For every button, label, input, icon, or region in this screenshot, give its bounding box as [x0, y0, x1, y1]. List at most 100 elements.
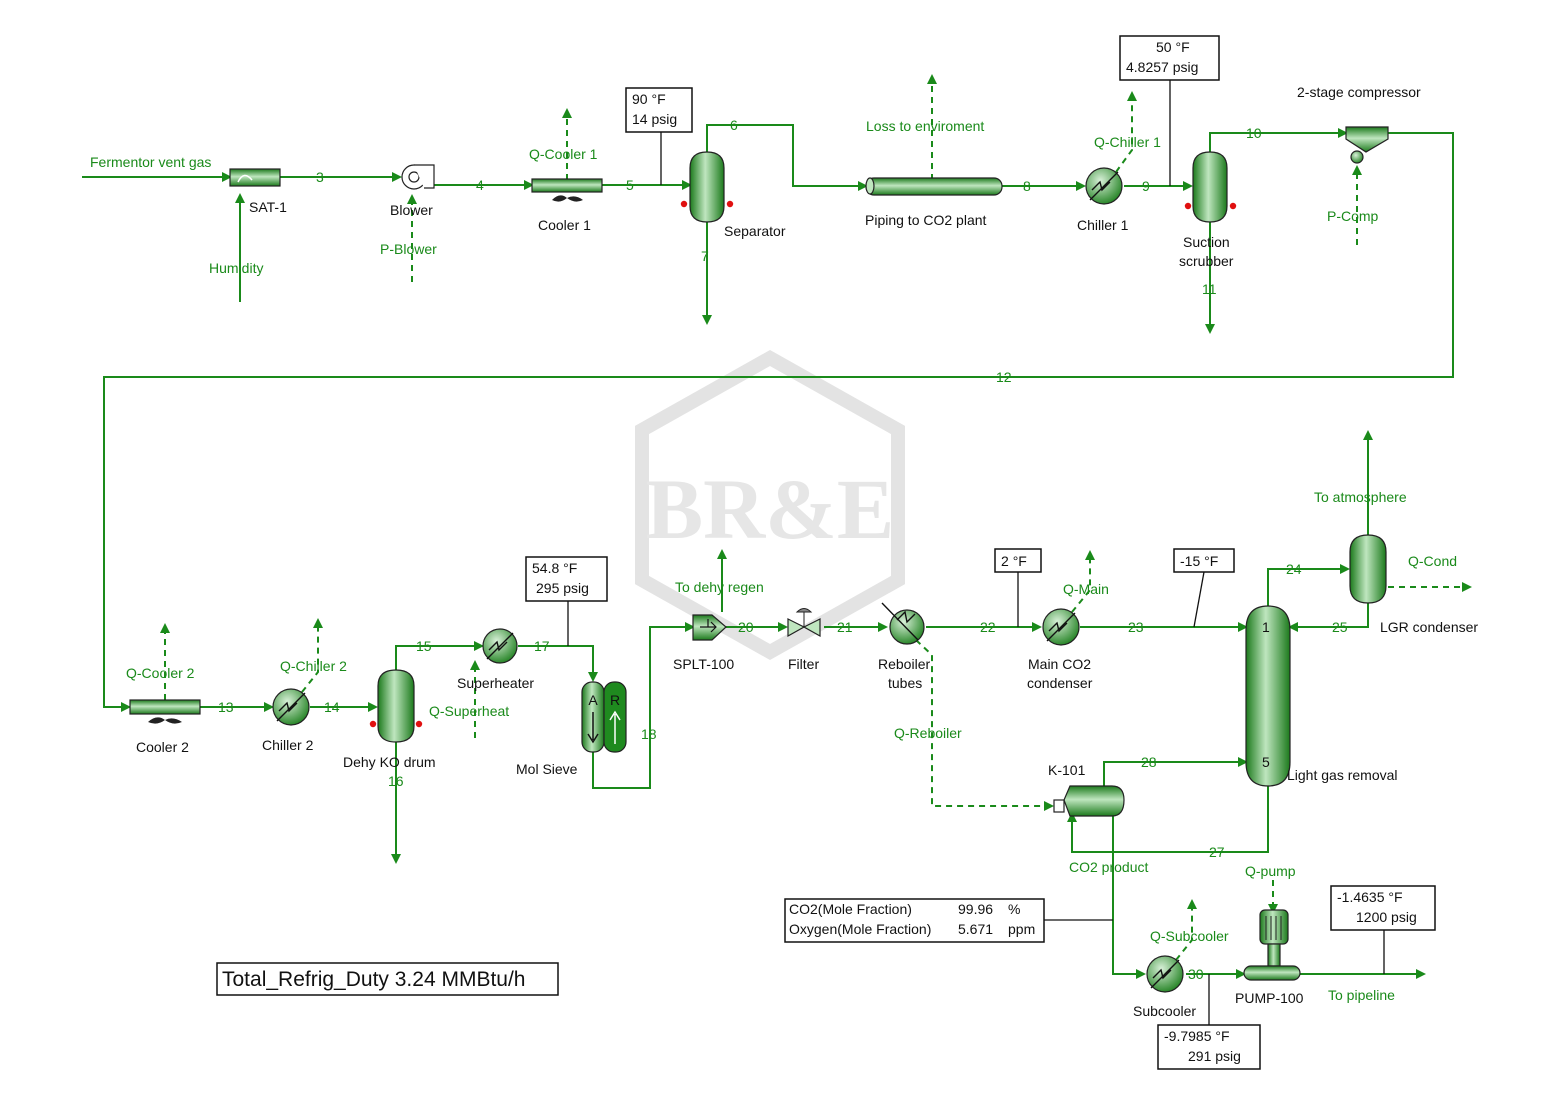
- mol-sieve-r-label: R: [610, 692, 620, 708]
- label-sat1: SAT-1: [249, 199, 287, 215]
- label-lgr-condenser: LGR condenser: [1380, 619, 1478, 635]
- watermark-text: BR&E: [646, 461, 894, 557]
- stream-label-6: 6: [730, 117, 738, 133]
- stream-label-23: 23: [1128, 619, 1144, 635]
- material-streams: [82, 124, 1454, 979]
- label-filter: Filter: [788, 656, 819, 672]
- stream-label-3: 3: [316, 169, 324, 185]
- stream-label-28: 28: [1141, 754, 1157, 770]
- svg-text:50 °F: 50 °F: [1156, 39, 1190, 55]
- readout-3-temp: 54.8: [532, 560, 559, 576]
- readout-6-pressure: 1200: [1356, 909, 1387, 925]
- label-compressor: 2-stage compressor: [1297, 84, 1421, 100]
- stream-18[interactable]: [592, 622, 695, 789]
- label-main-condenser-2: condenser: [1027, 675, 1093, 691]
- svg-text:-9.7985 °F: -9.7985 °F: [1164, 1028, 1230, 1044]
- stream-label-12: 12: [996, 369, 1012, 385]
- compressor-icon[interactable]: [1345, 126, 1389, 164]
- label-to-dehy-regen: To dehy regen: [675, 579, 764, 595]
- stream-co2-product[interactable]: [1112, 816, 1146, 979]
- stream-27[interactable]: [1067, 785, 1269, 853]
- label-q-chiller1: Q-Chiller 1: [1094, 134, 1161, 150]
- label-q-reboiler: Q-Reboiler: [894, 725, 962, 741]
- readout-box-1: [625, 87, 693, 133]
- label-subcooler: Subcooler: [1133, 1003, 1196, 1019]
- stream-17[interactable]: [518, 645, 598, 682]
- dehy-ko-drum-vessel[interactable]: [369, 669, 423, 743]
- tray-5-label: 5: [1262, 754, 1270, 770]
- readout-2-pressure: 4.8257: [1126, 59, 1169, 75]
- readout-6-pressure-unit: psig: [1391, 909, 1417, 925]
- mol-sieve-beds[interactable]: A R: [581, 681, 627, 753]
- stream-label-13: 13: [218, 699, 234, 715]
- subcooler-exchanger[interactable]: [1146, 955, 1184, 993]
- label-q-cooler2: Q-Cooler 2: [126, 665, 195, 681]
- label-light-gas-removal: Light gas removal: [1287, 767, 1398, 783]
- energy-q-reboiler[interactable]: [915, 639, 1054, 811]
- readout-6-temp-unit: °F: [1388, 889, 1402, 905]
- stream-label-4: 4: [476, 177, 484, 193]
- stream-6[interactable]: [706, 124, 868, 191]
- main-co2-condenser-exchanger[interactable]: [1042, 608, 1080, 646]
- stream-25[interactable]: [1288, 603, 1369, 632]
- k101-reboiler[interactable]: [1053, 785, 1125, 817]
- composition-o2-unit: ppm: [1008, 921, 1035, 937]
- light-gas-removal-column[interactable]: 1 5: [1245, 605, 1291, 787]
- readout-1-pressure: 14: [632, 111, 648, 127]
- cooler2-aircooler[interactable]: [129, 699, 201, 724]
- stream-label-9: 9: [1142, 178, 1150, 194]
- separator-vessel[interactable]: [680, 151, 734, 223]
- chiller1-exchanger[interactable]: [1085, 167, 1123, 205]
- superheater-exchanger[interactable]: [482, 628, 518, 664]
- readout-box-4: [994, 548, 1042, 573]
- readout-7-pressure: 291: [1188, 1048, 1212, 1064]
- label-superheater: Superheater: [457, 675, 534, 691]
- sat1-saturator[interactable]: [229, 168, 281, 187]
- readout-3-pressure: 295: [536, 580, 560, 596]
- stream-12[interactable]: [103, 132, 1454, 712]
- label-dehy-ko: Dehy KO drum: [343, 754, 436, 770]
- filter-valve-icon[interactable]: [787, 608, 821, 638]
- stream-15[interactable]: [395, 641, 484, 672]
- splitter-icon[interactable]: [692, 614, 727, 641]
- label-humidity: Humidity: [209, 260, 263, 276]
- label-p-comp: P-Comp: [1327, 208, 1379, 224]
- svg-text:54.8 °F: 54.8 °F: [532, 560, 577, 576]
- svg-text:4.8257 psig: 4.8257 psig: [1126, 59, 1198, 75]
- readouts: 90 °F 14 psig 50 °F 4.8257 psig 54.8 °F …: [216, 35, 1436, 1070]
- energy-q-chiller2[interactable]: [301, 618, 323, 693]
- stream-24[interactable]: [1267, 564, 1350, 607]
- stream-10[interactable]: [1209, 128, 1348, 152]
- piping-to-co2-plant[interactable]: [865, 177, 1003, 196]
- label-chiller2: Chiller 2: [262, 737, 314, 753]
- chiller2-exchanger[interactable]: [272, 688, 310, 726]
- energy-q-subcooler[interactable]: [1175, 899, 1197, 961]
- energy-q-chiller1[interactable]: [1115, 91, 1137, 173]
- label-q-cooler1: Q-Cooler 1: [529, 146, 598, 162]
- stream-28[interactable]: [1103, 757, 1248, 786]
- blower-icon[interactable]: [401, 164, 435, 190]
- lgr-condenser-vessel[interactable]: [1349, 534, 1387, 604]
- pump-icon[interactable]: [1243, 909, 1301, 981]
- readout-5-temp: -15: [1180, 553, 1200, 569]
- svg-text:-1.4635 °F: -1.4635 °F: [1337, 889, 1403, 905]
- cooler1-aircooler[interactable]: [531, 178, 603, 202]
- composition-co2-unit: %: [1008, 901, 1020, 917]
- readout-box-6: [1330, 885, 1436, 931]
- suction-scrubber-vessel[interactable]: [1184, 151, 1237, 223]
- readout-2-temp-unit: °F: [1175, 39, 1189, 55]
- label-p-blower: P-Blower: [380, 241, 437, 257]
- composition-o2-name: Oxygen(Mole Fraction): [789, 921, 931, 937]
- label-q-subcooler: Q-Subcooler: [1150, 928, 1229, 944]
- stream-label-11: 11: [1202, 281, 1217, 297]
- svg-text:90 °F: 90 °F: [632, 91, 666, 107]
- composition-co2-name: CO2(Mole Fraction): [789, 901, 912, 917]
- svg-text:14 psig: 14 psig: [632, 111, 677, 127]
- svg-text:-15 °F: -15 °F: [1180, 553, 1218, 569]
- label-q-chiller2: Q-Chiller 2: [280, 658, 347, 674]
- stream-label-7: 7: [701, 248, 709, 264]
- svg-text:2 °F: 2 °F: [1001, 553, 1027, 569]
- label-cooler1: Cooler 1: [538, 217, 591, 233]
- stream-label-24: 24: [1286, 561, 1302, 577]
- reboiler-exchanger[interactable]: [881, 602, 925, 645]
